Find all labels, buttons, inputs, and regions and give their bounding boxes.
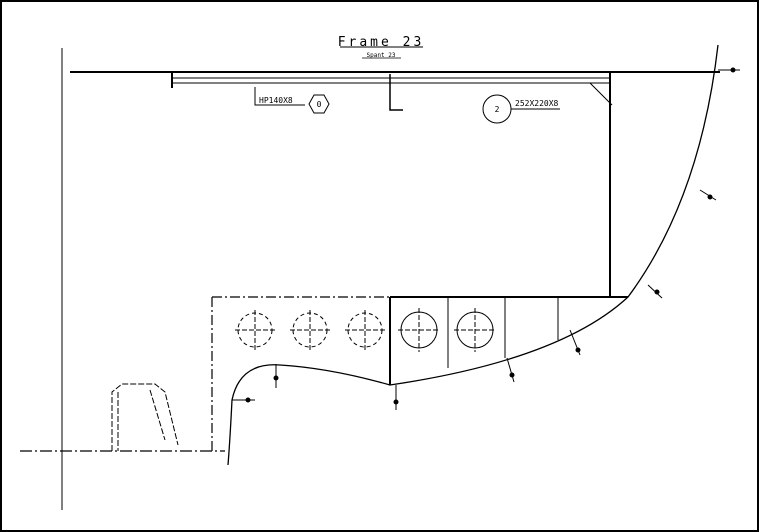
profile-tag: 0 — [317, 100, 322, 109]
lightening-holes — [235, 308, 496, 352]
bracket-label: 252X220X8 — [515, 99, 559, 108]
dashed-tank — [211, 296, 390, 451]
drawing-title: Frame 23 — [338, 35, 425, 50]
hull-marks — [232, 67, 740, 410]
bracket-tag: 2 — [495, 105, 500, 114]
keel-detail — [117, 389, 166, 451]
drawing-subtitle: Spant 23 — [367, 52, 396, 59]
hull-shell — [227, 44, 719, 466]
keel-structure — [111, 383, 179, 451]
profile-leader — [254, 87, 305, 106]
stiffener-mark — [389, 74, 403, 111]
bracket — [589, 82, 613, 106]
profile-label: HP140X8 — [259, 96, 293, 105]
hexagon-tag — [308, 94, 330, 114]
